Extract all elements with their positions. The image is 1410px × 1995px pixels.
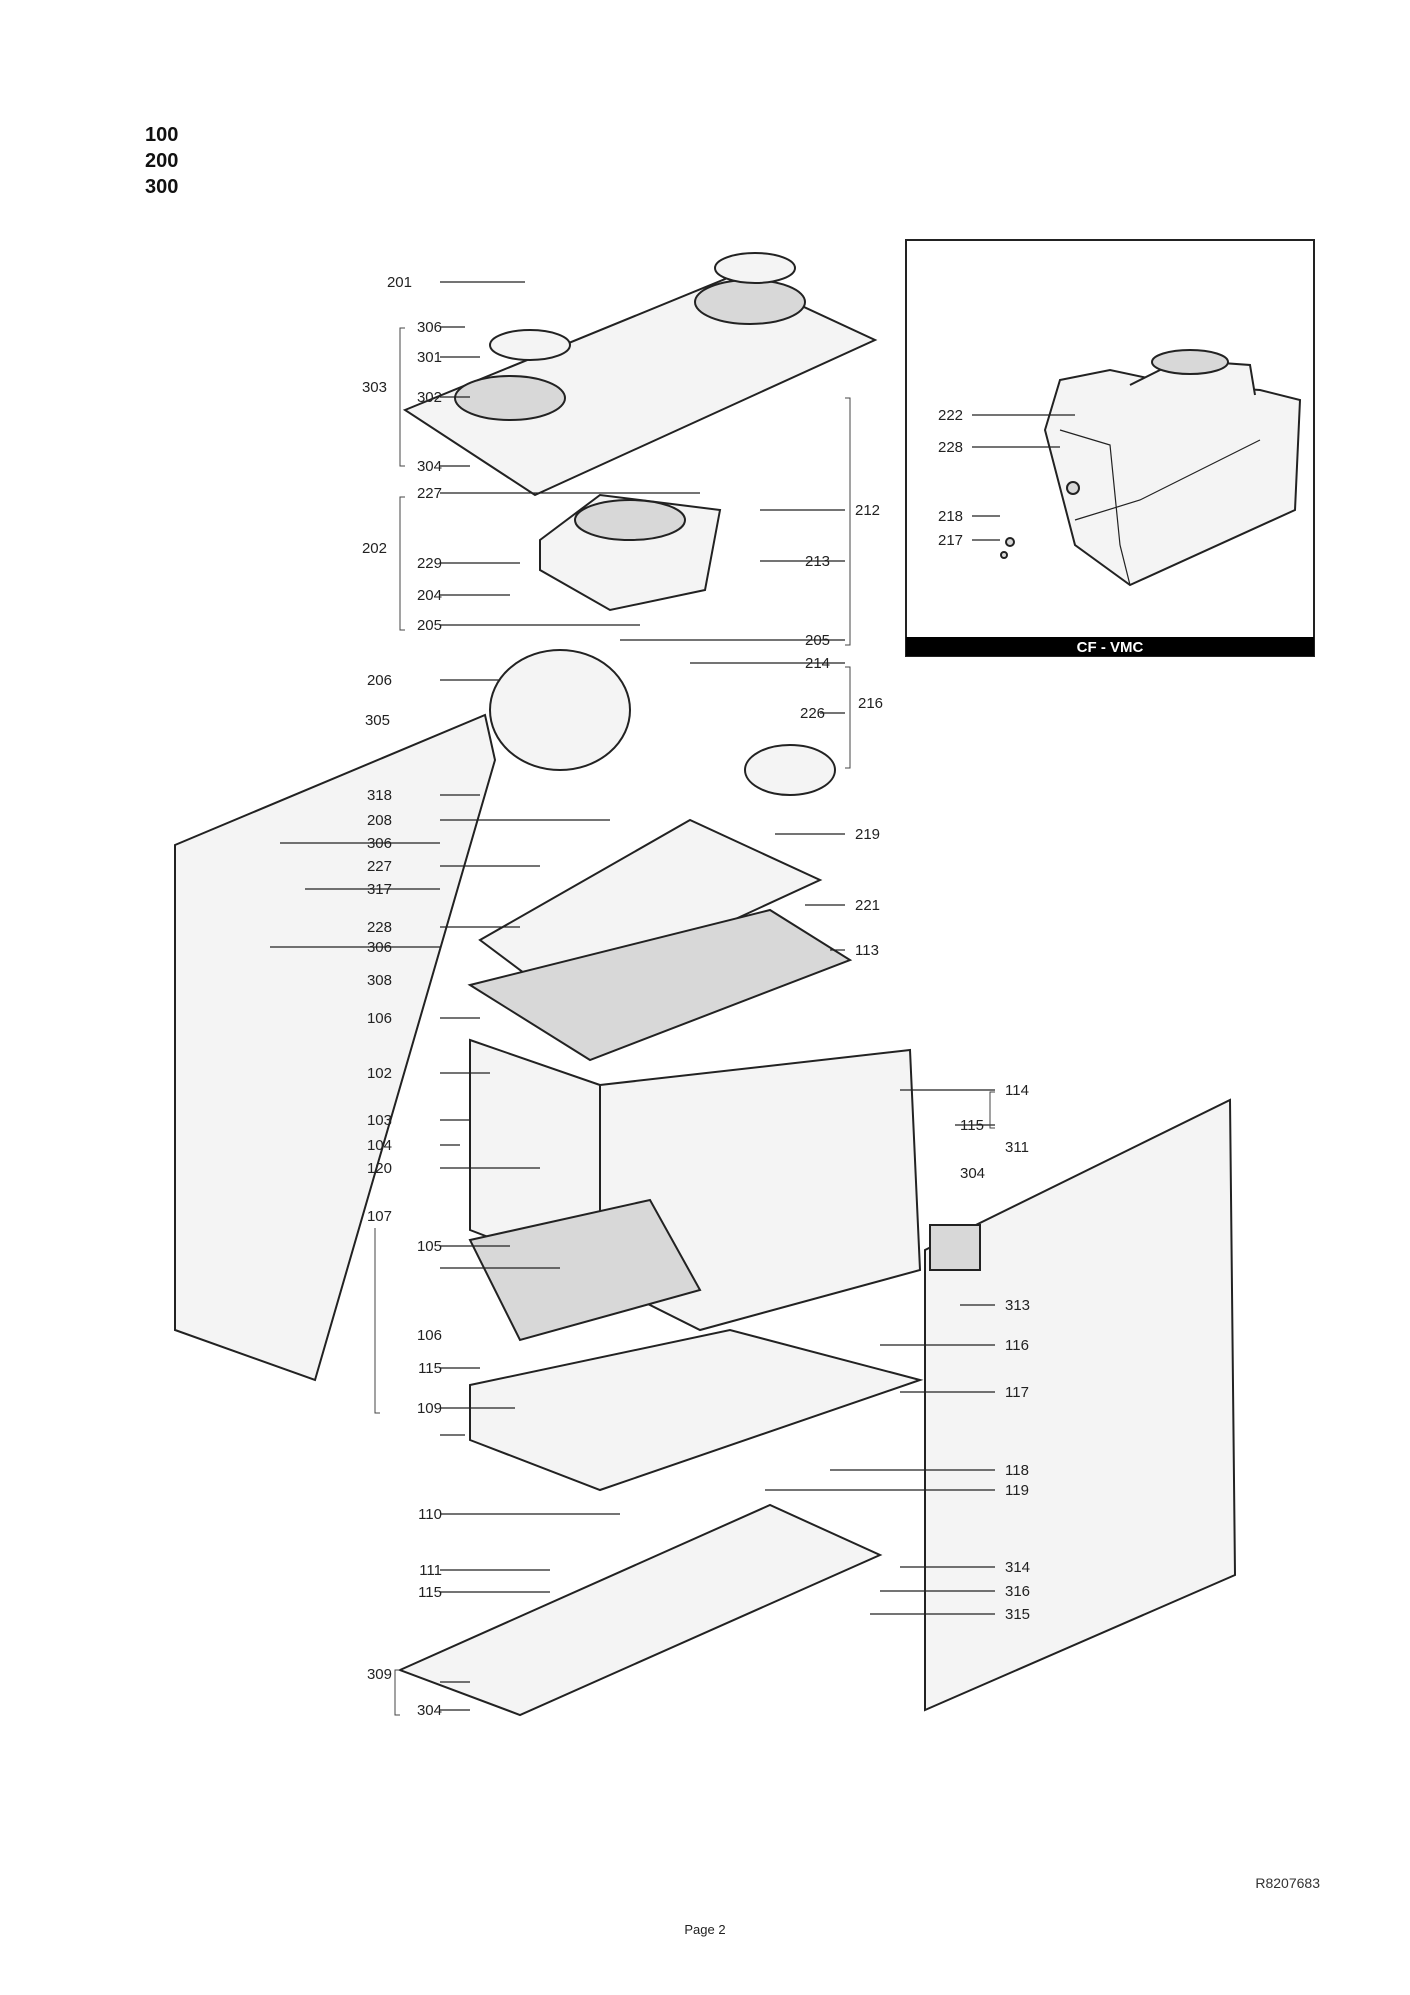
callout-316: 316 <box>1005 1583 1030 1600</box>
callout-213: 213 <box>805 553 830 570</box>
front-door <box>924 1098 1237 1712</box>
inset-panel: CF - VMC 222 228 218 217 <box>905 239 1315 657</box>
callout-304-a: 304 <box>417 458 442 475</box>
group-200: 200 <box>145 150 179 172</box>
callout-110: 110 <box>418 1506 442 1523</box>
callout-106-b: 106 <box>417 1327 442 1344</box>
callout-116: 116 <box>1005 1337 1029 1354</box>
inset-caption: CF - VMC <box>1077 639 1144 656</box>
callout-318: 318 <box>367 787 392 804</box>
callout-214: 214 <box>805 655 830 672</box>
left-leader-lines <box>270 281 700 1711</box>
main-drawing <box>174 252 1237 1717</box>
draft-hood-drawing <box>1000 349 1302 587</box>
callout-306-b: 306 <box>367 835 392 852</box>
callout-111: 111 <box>419 1562 442 1579</box>
callout-317: 317 <box>367 881 392 898</box>
group-numbers: 100 200 300 <box>145 122 178 200</box>
callout-311: 311 <box>1005 1139 1029 1156</box>
callout-228: 228 <box>938 439 963 456</box>
callout-208: 208 <box>367 812 392 829</box>
callout-103: 103 <box>367 1112 392 1129</box>
callout-115-a: 115 <box>418 1360 442 1377</box>
callout-309: 309 <box>367 1666 392 1683</box>
fan-motor <box>489 649 631 771</box>
bottom-plate <box>397 1503 883 1717</box>
callout-120: 120 <box>367 1160 392 1177</box>
callout-113: 113 <box>855 942 879 959</box>
callout-221: 221 <box>855 897 880 914</box>
callout-114: 114 <box>1005 1082 1029 1099</box>
callout-206: 206 <box>367 672 392 689</box>
callout-227-a: 227 <box>417 485 442 502</box>
callout-303: 303 <box>362 379 387 396</box>
right-callouts: 212 213 205 214 226 216 219 221 113 114 … <box>800 502 1030 1623</box>
callout-301: 301 <box>417 349 442 366</box>
callout-306-c: 306 <box>367 939 392 956</box>
callout-102: 102 <box>367 1065 392 1082</box>
left-side-panel <box>174 713 497 1382</box>
callout-105: 105 <box>417 1238 442 1255</box>
pressure-switch <box>744 744 836 796</box>
callout-115-c: 115 <box>960 1117 984 1134</box>
door-seal <box>929 1224 981 1271</box>
callout-204: 204 <box>417 587 442 604</box>
callout-305: 305 <box>365 712 390 729</box>
callout-304-c: 304 <box>960 1165 985 1182</box>
callout-106-a: 106 <box>367 1010 392 1027</box>
top-plate <box>402 273 878 497</box>
callout-314: 314 <box>1005 1559 1030 1576</box>
right-leader-lines <box>620 509 995 1615</box>
callout-306-a: 306 <box>417 319 442 336</box>
reference-code: R8207683 <box>1255 1875 1320 1891</box>
callout-227-b: 227 <box>367 858 392 875</box>
callout-118: 118 <box>1005 1462 1029 1479</box>
left-callouts: 201 306 301 302 303 304 227 202 229 204 … <box>362 274 442 1719</box>
callout-308: 308 <box>367 972 392 989</box>
callout-226: 226 <box>800 705 825 722</box>
callout-205-b: 205 <box>805 632 830 649</box>
callout-302: 302 <box>417 389 442 406</box>
callout-313: 313 <box>1005 1297 1030 1314</box>
callout-119: 119 <box>1005 1482 1029 1499</box>
callout-219: 219 <box>855 826 880 843</box>
callout-104: 104 <box>367 1137 392 1154</box>
callout-brackets <box>374 327 995 1716</box>
callout-218: 218 <box>938 508 963 525</box>
callout-216: 216 <box>858 695 883 712</box>
callout-109: 109 <box>417 1400 442 1417</box>
callout-304-b: 304 <box>417 1702 442 1719</box>
callout-212: 212 <box>855 502 880 519</box>
page-number: Page 2 <box>684 1922 726 1937</box>
heat-exchanger <box>467 908 853 1062</box>
burner-tray <box>469 1328 924 1492</box>
group-100: 100 <box>145 124 179 146</box>
group-300: 300 <box>145 176 179 198</box>
callout-205-a: 205 <box>417 617 442 634</box>
callout-217: 217 <box>938 532 963 549</box>
callout-315: 315 <box>1005 1606 1030 1623</box>
callout-229: 229 <box>417 555 442 572</box>
callout-201: 201 <box>387 274 412 291</box>
callout-202: 202 <box>362 540 387 557</box>
callout-115-b: 115 <box>418 1584 442 1601</box>
callout-107: 107 <box>367 1208 392 1225</box>
callout-117: 117 <box>1005 1384 1029 1401</box>
burner <box>468 1198 702 1342</box>
callout-222: 222 <box>938 407 963 424</box>
inset-callout-lines <box>972 414 1075 541</box>
callout-228: 228 <box>367 919 392 936</box>
